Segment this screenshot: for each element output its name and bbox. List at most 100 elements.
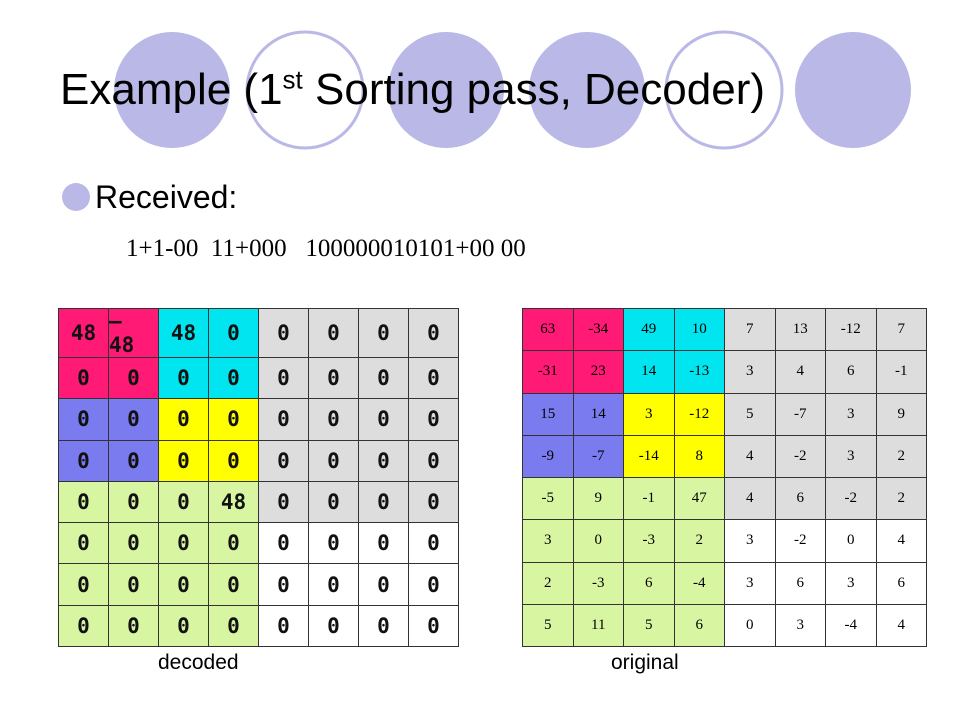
decorative-circles [114,30,911,150]
decoded-cell: 0 [309,564,359,606]
decoded-cell: 0 [309,358,359,400]
original-cell: 0 [826,520,877,563]
original-cell: 14 [624,351,675,394]
decoded-cell: 0 [359,523,409,565]
original-cell: 11 [573,604,624,647]
decoded-cell: 0 [59,440,109,482]
decoded-cell: 0 [159,481,209,524]
decoded-cell: 0 [409,358,459,400]
decorative-circle [388,32,504,148]
title-suffix: Sorting pass, Decoder) [302,65,765,114]
original-cell: -2 [775,435,826,478]
original-cell: -31 [523,351,574,394]
original-cell: 6 [674,604,725,647]
decoded-cell: 0 [109,605,159,647]
decoded-cell: 0 [409,399,459,441]
original-cell: 2 [523,562,574,605]
original-cell: 8 [674,435,725,478]
title-prefix: Example (1 [60,65,283,114]
decoded-cell: 0 [59,481,109,524]
decoded-cell: 0 [359,358,409,400]
decoded-cell: 0 [209,440,259,482]
original-cell: 6 [624,562,675,605]
original-cell: 4 [725,478,776,521]
decoded-cell: 0 [359,309,409,358]
decorative-circle [664,30,784,150]
original-cell: 6 [775,562,826,605]
decorative-circle [795,32,911,148]
original-cell: 0 [573,520,624,563]
original-cell: -2 [826,478,877,521]
decoded-cell: 0 [209,605,259,647]
decoded-cell: 0 [309,440,359,482]
decoded-cell: 0 [259,564,309,606]
original-cell: 7 [876,309,927,352]
original-cell: -1 [624,478,675,521]
decoded-cell: 0 [259,358,309,400]
original-cell: 3 [725,351,776,394]
original-cell: 23 [573,351,624,394]
decoded-cell: 0 [59,605,109,647]
original-cell: -4 [674,562,725,605]
decoded-cell: 0 [209,358,259,400]
decoded-cell: 0 [409,564,459,606]
original-cell: 4 [725,435,776,478]
original-cell: 9 [573,478,624,521]
decoded-cell: 0 [309,399,359,441]
decoded-cell: 0 [159,440,209,482]
original-cell: 2 [674,520,725,563]
original-cell: -1 [876,351,927,394]
original-cell: -13 [674,351,725,394]
decoded-cell: 0 [109,358,159,400]
original-cell: 6 [876,562,927,605]
decoded-cell: 0 [359,481,409,524]
decoded-cell: 0 [259,399,309,441]
decoded-cell: 48 [159,309,209,358]
title-superscript: st [282,64,303,95]
decoded-cell: 0 [159,564,209,606]
original-cell: 13 [775,309,826,352]
decorative-circle [529,32,645,148]
decoded-cell: 0 [259,309,309,358]
original-cell: 5 [725,393,776,436]
original-cell: 3 [826,435,877,478]
original-cell: -9 [523,435,574,478]
original-cell: 49 [624,309,675,352]
bullet-label: Received: [95,179,238,215]
original-cell: -2 [775,520,826,563]
original-cell: 9 [876,393,927,436]
decoded-cell: – 48 [109,309,159,358]
decoded-cell: 0 [259,523,309,565]
decoded-cell: 0 [409,605,459,647]
decoded-cell: 0 [209,523,259,565]
original-cell: 3 [523,520,574,563]
original-cell: 3 [826,562,877,605]
original-cell: -4 [826,604,877,647]
original-cell: 4 [876,604,927,647]
decoded-cell: 0 [309,309,359,358]
decoded-cell: 0 [159,523,209,565]
original-cell: 5 [624,604,675,647]
original-cell: 3 [725,520,776,563]
decoded-cell: 48 [209,481,259,524]
decoded-cell: 0 [59,523,109,565]
decoded-cell: 0 [309,605,359,647]
original-cell: -7 [573,435,624,478]
original-cell: 4 [876,520,927,563]
decoded-cell: 48 [59,309,109,358]
original-cell: 6 [826,351,877,394]
decoded-cell: 0 [109,481,159,524]
original-cell: 3 [826,393,877,436]
slide-title: Example (1st Sorting pass, Decoder) [60,60,765,120]
decoded-cell: 0 [159,358,209,400]
original-cell: -12 [826,309,877,352]
decoded-cell: 0 [359,440,409,482]
decoded-cell: 0 [59,399,109,441]
decoded-cell: 0 [359,605,409,647]
decoded-cell: 0 [159,399,209,441]
original-cell: -5 [523,478,574,521]
original-cell: 3 [775,604,826,647]
decoded-cell: 0 [359,564,409,606]
